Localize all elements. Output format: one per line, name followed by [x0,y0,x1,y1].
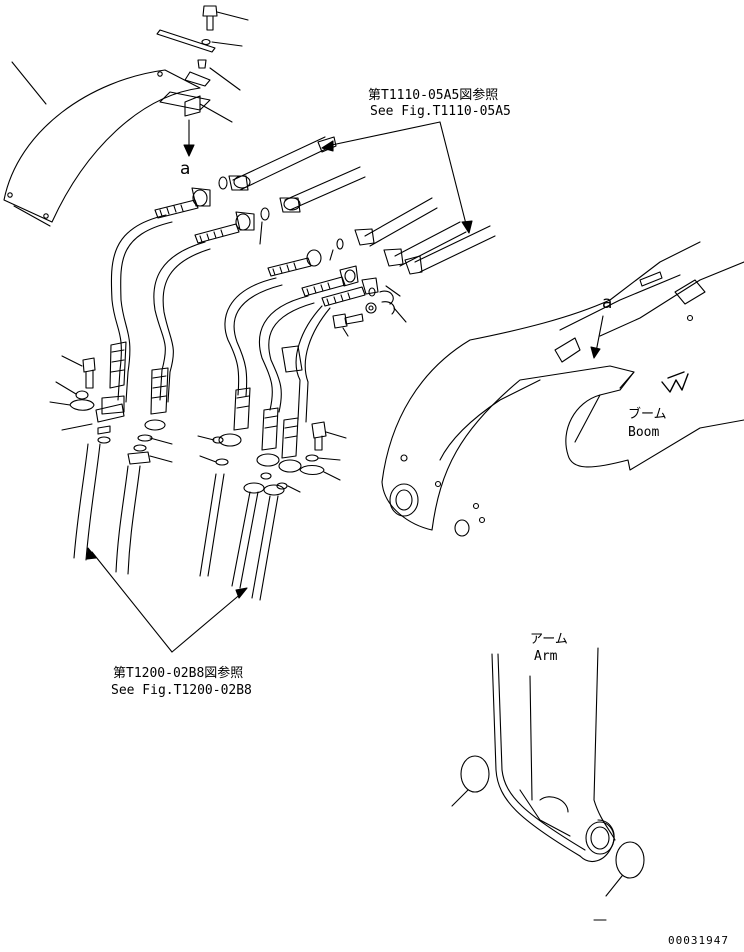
cover-bracket [183,95,233,157]
washers-mid [365,285,407,323]
arm-seals [451,755,645,897]
pipe-long-1 [354,197,438,247]
pipe-lower-3 [199,473,225,577]
hose-end-2 [144,367,169,431]
cover-plate [3,69,211,227]
ref-top-jp: 第T1110-05A5図参照 [368,88,499,103]
o-ring-mid [329,238,344,261]
arm-label-jp: アーム [530,632,568,647]
ref-leaders-bottom [86,547,248,653]
drawing-code: 00031947 [668,934,729,947]
fitting-mid-1 [267,249,322,277]
hose-loop-1 [110,214,173,403]
fitting-mid-2 [301,265,359,297]
boom-label-en: Boom [628,425,660,440]
hose-end-1 [101,341,127,415]
hose-loop-2 [153,241,211,403]
hose-upper-1 [228,136,337,191]
pipe-lower-1 [73,443,101,561]
boom-label-jp: ブーム [628,407,667,422]
bolt-mid [332,313,364,337]
boom-marker-arrow [590,315,604,359]
arm [491,647,616,862]
o-rings-left [133,434,173,452]
hose-end-3 [218,387,251,447]
bolt-right [311,421,347,451]
bolt-left [61,355,96,389]
boom-logo [661,371,689,393]
o-rings-upper [218,176,270,245]
fitting-upper-1 [154,187,211,219]
hose-loop-3 [224,277,283,397]
ref-leaders-top [321,121,473,234]
clamp-left [61,403,125,444]
hose-loop-4 [259,295,331,423]
ref-bottom-en: See Fig.T1200-02B8 [111,683,252,698]
marker-a-boom: a [602,293,613,313]
pipe-lower-4 [231,482,285,601]
pipe-long-2 [383,221,467,267]
washer-left [49,381,95,411]
leader-cover [11,61,47,105]
ref-top-en: See Fig.T1110-05A5 [370,104,511,119]
boom [381,241,744,537]
fitting-mid-3 [321,277,379,307]
flange-left-2 [127,451,173,465]
marker-a-top: a [180,159,191,179]
top-bolt [202,5,249,31]
washers-right [260,454,341,493]
washer-mid-left [197,435,229,466]
hose-protector [281,345,303,373]
pipe-long-3 [404,225,496,275]
hose-end-4 [256,407,302,473]
fitting-upper-2 [194,211,255,244]
ref-bottom-jp: 第T1200-02B8図参照 [113,666,244,681]
arm-label-en: Arm [534,649,558,664]
top-clamp [156,29,243,91]
pipe-lower-2 [115,465,141,575]
hose-upper-2 [279,166,366,213]
